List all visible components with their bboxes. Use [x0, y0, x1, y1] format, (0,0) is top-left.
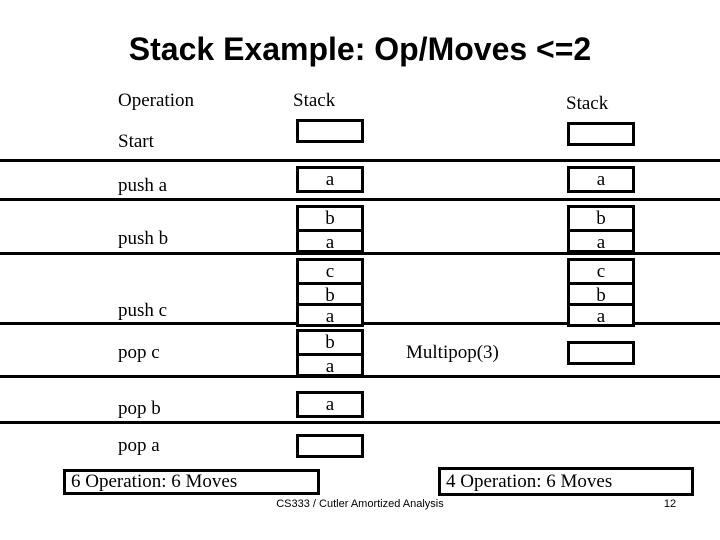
stack-left-pop-b: a: [296, 391, 364, 418]
row-separator-6: [0, 421, 720, 424]
column-header-stack-right: Stack: [566, 93, 609, 114]
row-separator-2: [0, 198, 720, 201]
page-title: Stack Example: Op/Moves <=2: [128, 31, 592, 67]
slide-footer: CS333 / Cutler Amortized Analysis: [276, 498, 444, 510]
stack-cell: b: [299, 208, 361, 229]
stack-cell: [299, 122, 361, 140]
row-label-pop-c: pop c: [118, 342, 160, 363]
stack-right-start: [567, 122, 635, 146]
stack-cell: b: [570, 282, 632, 306]
callout-left-summary: 6 Operation: 6 Moves: [63, 469, 320, 495]
row-label-push-a: push a: [118, 175, 168, 196]
row-label-push-b: push b: [118, 228, 169, 249]
stack-left-pop-c: b a: [296, 329, 364, 377]
stack-cell: a: [570, 169, 632, 190]
page-number: 12: [663, 498, 677, 510]
stack-right-push-b: b a: [567, 205, 635, 253]
stack-left-push-c: c b a: [296, 258, 364, 327]
stack-cell: a: [299, 353, 361, 377]
stack-right-push-c: c b a: [567, 258, 635, 327]
column-header-operation: Operation: [118, 90, 194, 111]
row-label-start: Start: [118, 131, 154, 152]
callout-right-summary: 4 Operation: 6 Moves: [438, 467, 694, 496]
stack-cell: a: [299, 229, 361, 253]
row-label-push-c: push c: [118, 300, 168, 321]
stack-cell: b: [299, 332, 361, 353]
stack-cell: c: [299, 261, 361, 282]
stack-left-start: [296, 119, 364, 143]
row-separator-3: [0, 252, 720, 255]
column-header-stack-left: Stack: [293, 90, 336, 111]
stack-right-pop-c: [567, 341, 635, 365]
stack-right-push-a: a: [567, 166, 635, 193]
annotation-multipop: Multipop(3): [406, 342, 499, 363]
row-label-pop-a: pop a: [118, 435, 160, 456]
row-label-pop-b: pop b: [118, 398, 161, 419]
stack-left-push-a: a: [296, 166, 364, 193]
stack-cell: a: [299, 394, 361, 415]
stack-cell: [299, 437, 361, 455]
stack-left-push-b: b a: [296, 205, 364, 253]
stack-cell: [570, 344, 632, 362]
stack-left-pop-a: [296, 434, 364, 458]
stack-cell: [570, 125, 632, 143]
stack-cell: a: [570, 303, 632, 327]
stack-cell: c: [570, 261, 632, 282]
stack-cell: a: [299, 169, 361, 190]
row-separator-1: [0, 159, 720, 162]
stack-cell: a: [299, 303, 361, 327]
stack-cell: a: [570, 229, 632, 253]
stack-cell: b: [570, 208, 632, 229]
stack-cell: b: [299, 282, 361, 306]
